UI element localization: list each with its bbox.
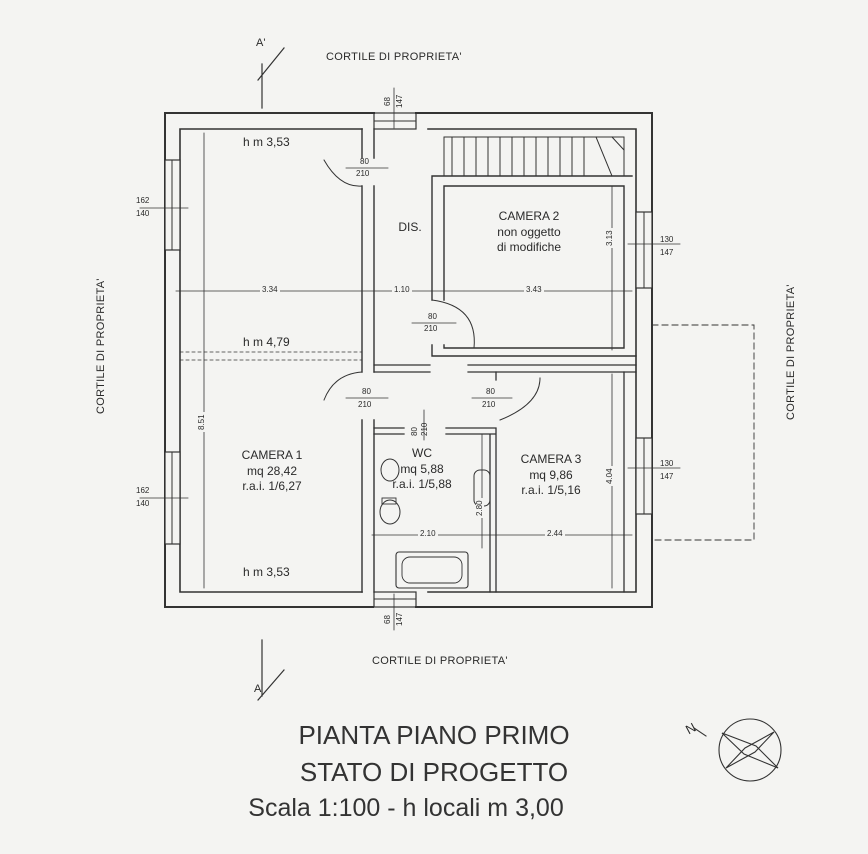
staircase — [443, 136, 625, 177]
dim-width-left: 3.34 — [260, 285, 280, 294]
dim-width-cam3: 2.44 — [545, 529, 565, 538]
door-wc-w: 80 — [410, 427, 419, 436]
door-swing-cam3 — [499, 377, 541, 421]
title-line-1: PIANTA PIANO PRIMO — [298, 720, 570, 750]
toilet — [379, 499, 401, 525]
room-camera2-note1: non oggetto — [497, 224, 561, 239]
door-swing-dis-mid — [431, 299, 475, 349]
door-cam3-w: 80 — [486, 387, 495, 396]
dim-width-dis: 1.10 — [392, 285, 412, 294]
window-right-upper-a: 130 — [660, 235, 674, 244]
room-camera3-area: mq 9,86 — [529, 467, 573, 482]
section-mark-bottom: A — [254, 683, 262, 695]
room-camera1-rai: r.a.i. 1/6,27 — [242, 479, 302, 494]
outer-wall-inner-line — [179, 128, 637, 593]
room-wc-area: mq 5,88 — [400, 461, 444, 476]
room-camera2: CAMERA 2 non oggetto di modifiche — [497, 209, 561, 256]
window-left-upper-a: 162 — [136, 196, 150, 205]
wall-cam1-right — [361, 419, 375, 593]
window-bottom-b: 147 — [395, 612, 404, 626]
window-right-lower-a: 130 — [660, 459, 674, 468]
window-left-upper-b: 140 — [136, 209, 150, 218]
room-camera2-name: CAMERA 2 — [498, 209, 560, 223]
door-wc-h: 210 — [420, 422, 429, 436]
dim-height-cam3: 4.04 — [605, 466, 614, 486]
door-swing-dis-top — [323, 159, 363, 187]
room-dis-label: DIS. — [398, 220, 422, 234]
door-dis-mid-h: 210 — [424, 324, 438, 333]
bidet — [380, 458, 400, 482]
title-line-3: Scala 1:100 - h locali m 3,00 — [248, 794, 564, 822]
wall-cam3 — [495, 371, 625, 593]
door-dis-top-w: 80 — [360, 157, 369, 166]
room-wc-name: WC — [412, 446, 432, 460]
compass-icon — [693, 718, 782, 782]
window-top-b: 147 — [395, 94, 404, 108]
window-right-lower-b: 147 — [660, 472, 674, 481]
dim-height-wc: 2.80 — [475, 498, 484, 518]
wall-cam1-dis — [361, 128, 375, 373]
outer-wall — [164, 112, 653, 608]
window-bottom-a: 68 — [383, 615, 392, 624]
courtyard-label-top: CORTILE DI PROPRIETA' — [326, 51, 462, 63]
window-top-a: 68 — [383, 97, 392, 106]
door-dis-top-h: 210 — [356, 169, 370, 178]
door-cam3-h: 210 — [482, 400, 496, 409]
height-top: h m 3,53 — [243, 135, 290, 149]
room-wc: WC mq 5,88 r.a.i. 1/5,88 — [392, 446, 451, 493]
wall-corridor — [373, 364, 637, 373]
wall-wc — [373, 427, 497, 593]
door-swing-cam1 — [323, 371, 363, 401]
courtyard-label-right: CORTILE DI PROPRIETA' — [785, 284, 797, 420]
window-left-lower-b: 140 — [136, 499, 150, 508]
room-camera3-rai: r.a.i. 1/5,16 — [521, 483, 581, 498]
room-wc-rai: r.a.i. 1/5,88 — [392, 477, 452, 492]
dim-height-cam2: 3.13 — [605, 228, 614, 248]
title-line-2: STATO DI PROGETTO — [299, 757, 569, 787]
dim-width-wc: 2.10 — [418, 529, 438, 538]
dim-height-total: 8.51 — [197, 412, 206, 432]
wall-cam2 — [431, 175, 637, 357]
bathtub — [395, 551, 469, 589]
courtyard-label-left: CORTILE DI PROPRIETA' — [95, 278, 107, 414]
door-cam1-h: 210 — [358, 400, 372, 409]
section-line-bottom — [257, 639, 285, 701]
section-mark-top: A' — [256, 37, 266, 49]
courtyard-label-bottom: CORTILE DI PROPRIETA' — [372, 655, 508, 667]
room-camera1-area: mq 28,42 — [246, 463, 298, 478]
room-camera3: CAMERA 3 mq 9,86 r.a.i. 1/5,16 — [521, 452, 582, 499]
room-camera1-name: CAMERA 1 — [241, 448, 303, 462]
door-dis-mid-w: 80 — [428, 312, 437, 321]
height-bottom: h m 3,53 — [243, 565, 290, 579]
room-camera3-name: CAMERA 3 — [520, 452, 582, 466]
room-camera2-note2: di modifiche — [496, 240, 562, 255]
dim-width-right: 3.43 — [524, 285, 544, 294]
section-line-top — [257, 47, 285, 109]
room-camera1: CAMERA 1 mq 28,42 r.a.i. 1/6,27 — [242, 448, 303, 495]
window-left-lower-a: 162 — [136, 486, 150, 495]
height-mid: h m 4,79 — [243, 335, 290, 349]
door-cam1-w: 80 — [362, 387, 371, 396]
adjacent-outline — [651, 324, 755, 541]
window-right-upper-b: 147 — [660, 248, 674, 257]
